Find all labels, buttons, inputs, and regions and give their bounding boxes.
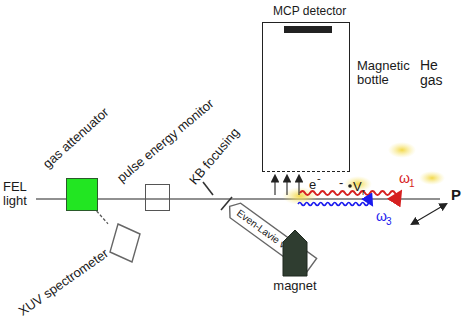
text-label: ω xyxy=(376,209,387,224)
electron-arrow xyxy=(274,176,275,195)
spectrometer-box-shape xyxy=(110,224,140,262)
text-label: - xyxy=(317,173,321,185)
attenuator-box: gas attenuator xyxy=(66,178,98,211)
node-label: gas attenuator xyxy=(40,105,111,171)
text-label: He gas xyxy=(420,58,450,87)
node-label: Magnetic bottle xyxy=(357,59,409,86)
magnet-body-shape xyxy=(283,230,307,276)
mcp-detector-box: MCP detectorMagnetic bottle xyxy=(262,22,350,172)
text-label: 1 xyxy=(409,179,415,190)
gas-cloud xyxy=(388,142,416,158)
polarization-arrow xyxy=(412,204,446,224)
node-label: MCP detector xyxy=(273,5,346,18)
text-label: e xyxy=(309,178,316,192)
gas-cloud xyxy=(419,171,445,185)
voltage-terminal xyxy=(348,184,352,188)
text-label: r xyxy=(362,188,365,197)
magnet-body: magnet xyxy=(283,230,307,276)
node-label: XUV spectrometer xyxy=(16,246,111,318)
dashed-connector xyxy=(97,211,108,224)
spectrometer-box-outline xyxy=(108,222,142,264)
magnet-body-outline xyxy=(283,230,307,276)
text-label: ω xyxy=(399,171,410,186)
text-label: P xyxy=(451,187,461,203)
text-label: V xyxy=(353,180,362,194)
monitor-box: pulse energy monitor xyxy=(145,184,170,211)
text-label: FEL light xyxy=(3,180,35,207)
mcp-plate xyxy=(284,26,332,33)
electron-arrow xyxy=(286,176,287,195)
node-label: magnet xyxy=(273,279,316,293)
text-label: KB focusing xyxy=(187,125,242,187)
spectrometer-box: XUV spectrometer xyxy=(108,222,142,264)
text-label: - xyxy=(339,176,343,190)
electron-arrow xyxy=(298,176,299,195)
kb-mirror xyxy=(203,182,213,195)
omega3-wave xyxy=(298,203,372,206)
text-label: 3 xyxy=(386,217,392,228)
